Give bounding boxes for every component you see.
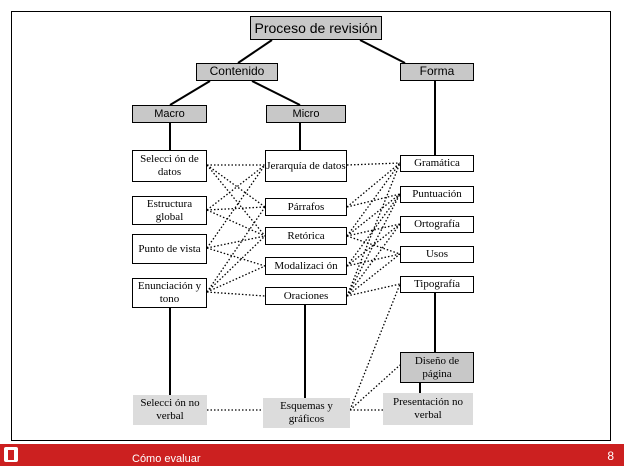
form-item-grammar: Gramática [400, 155, 474, 172]
micro-item-data-hierarchy: Jerarquía de datos [265, 150, 347, 182]
page-number: 8 [607, 449, 614, 463]
micro-item-sentences: Oraciones [265, 287, 347, 305]
connector-lines [169, 39, 436, 411]
form-item-usage: Usos [400, 246, 474, 263]
micro-node: Micro [266, 105, 346, 123]
footer-title: Cómo evaluar [132, 453, 201, 465]
bottom-schemes-graphics: Esquemas y gráficos [263, 398, 350, 428]
content-node: Contenido [196, 63, 278, 81]
micro-item-modalization: Modalizaci ón [265, 257, 347, 275]
macro-item-enunciation-tone: Enunciación y tono [132, 278, 207, 308]
macro-node: Macro [132, 105, 207, 123]
micro-item-paragraphs: Párrafos [265, 198, 347, 216]
form-item-punctuation: Puntuación [400, 186, 474, 203]
form-item-typography: Tipografía [400, 276, 474, 293]
page-design-node: Diseño de página [400, 352, 474, 383]
root-node: Proceso de revisión [250, 16, 382, 40]
macro-item-data-selection: Selecci ón de datos [132, 150, 207, 182]
form-item-spelling: Ortografía [400, 216, 474, 233]
bottom-nonverbal-presentation: Presentación no verbal [383, 393, 473, 425]
macro-item-global-structure: Estructura global [132, 196, 207, 225]
macro-item-point-of-view: Punto de vista [132, 234, 207, 264]
micro-item-rhetoric: Retórica [265, 227, 347, 245]
footer-bar: Cómo evaluar 8 [0, 444, 624, 466]
bottom-nonverbal-selection: Selecci ón no verbal [133, 395, 207, 425]
form-node: Forma [400, 63, 474, 81]
logo-icon [4, 447, 18, 462]
slide-frame [11, 11, 611, 441]
